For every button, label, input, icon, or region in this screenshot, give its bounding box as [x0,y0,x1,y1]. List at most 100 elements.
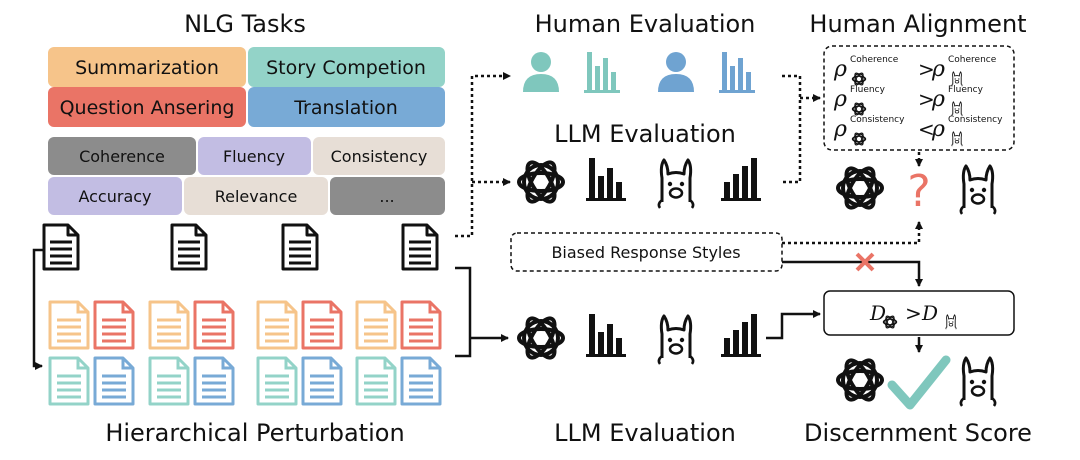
perturbed-doc-icon [355,356,397,406]
perturbed-doc-icon [400,356,442,406]
criterion-box-relevance: Relevance [184,177,328,215]
openai-logo-icon [836,162,884,214]
rho-llama: ρ [931,57,945,82]
perturbation-to-llm-arrow [455,266,472,358]
bar-chart-icon [586,314,626,357]
alignment-row-fluency: ρ Fluency > ρ Fluency [833,85,984,117]
bar-chart-ascending-icon [721,158,761,201]
document-icon-2 [170,223,208,271]
llama-icon [959,356,997,408]
perturbed-doc-icon [256,356,298,406]
perturbed-doc-icon [355,300,397,350]
rho-sup-criterion: Fluency [850,85,886,95]
perturbed-doc-icon [301,300,343,350]
llama-icon [657,158,695,210]
criterion-box-consistency: Consistency [313,137,445,175]
task-box-translation: Translation [248,87,445,127]
discernment-score-title: Discernment Score [804,419,1032,447]
criterion-label-consistency: Consistency [331,147,428,166]
openai-logo-icon [517,312,565,364]
alignment-row-coherence: ρ Coherence > ρ Coherence [833,55,997,87]
llm-evaluation-bottom-title: LLM Evaluation [554,419,736,447]
openai-logo-icon [851,71,867,87]
criterion-box-fluency: Fluency [198,137,311,175]
perturbed-docs-row-1 [48,300,442,350]
question-mark-icon: ? [907,166,930,217]
task-box-question: Question Ansering [48,87,246,127]
evaluation-to-alignment-connector [782,74,802,184]
human-teal-icon [523,52,559,92]
alignment-row-consistency: ρ Consistency < ρ Consistency [833,115,1003,147]
perturbed-docs-row-2 [48,356,442,406]
perturbed-doc-icon [148,300,190,350]
alignment-box [823,45,1015,151]
criterion-label-accuracy: Accuracy [78,187,151,206]
rho-sup-criterion: Coherence [948,55,997,65]
rho-sup-criterion: Coherence [850,55,899,65]
task-box-story: Story Competion [248,47,445,87]
biased-to-discernment-arrow [782,260,923,287]
rho-sup-criterion: Consistency [948,115,1003,125]
rho-gpt: ρ [833,117,847,142]
rho-sup-criterion: Fluency [948,85,984,95]
criterion-label-relevance: Relevance [215,187,298,206]
criterion-label-fluency: Fluency [223,147,285,166]
perturbed-doc-icon [400,300,442,350]
perturbed-doc-icon [256,300,298,350]
perturbed-doc-icon [93,300,135,350]
docs-to-evaluation-connector [455,72,511,238]
criterion-box-coherence: Coherence [48,137,196,175]
human-blue-icon [658,52,694,92]
perturbed-doc-icon [148,356,190,406]
rho-sup-criterion: Consistency [850,115,905,125]
criterion-box-accuracy: Accuracy [48,177,182,215]
alignment-operator: > [918,87,935,111]
task-label-story: Story Competion [266,57,426,79]
perturbed-doc-icon [193,356,235,406]
alignment-operator: > [918,57,935,81]
discernment-d-llama: D [921,301,938,325]
perturbed-doc-icon [48,300,90,350]
rho-llama: ρ [931,87,945,112]
llama-icon [657,314,695,366]
hierarchical-perturbation-title: Hierarchical Perturbation [105,419,404,447]
nlg-tasks-title: NLG Tasks [184,10,306,38]
criterion-label-coherence: Coherence [79,147,165,166]
task-box-summarization: Summarization [48,47,246,87]
check-icon [887,355,951,410]
biased-response-box [510,232,783,272]
criterion-label-ellipsis: ... [379,187,394,206]
criterion-box-ellipsis: ... [330,177,445,215]
rho-llama: ρ [931,117,945,142]
document-icon-1 [42,223,80,271]
biased-response-label: Biased Response Styles [551,243,740,262]
alignment-operator: < [918,117,935,141]
task-label-translation: Translation [293,97,398,119]
bar-chart-icon [586,158,626,201]
bar-chart-blue-icon [719,52,755,93]
biased-to-question-connector [782,221,923,245]
perturbed-doc-icon [301,356,343,406]
discernment-operator: > [905,301,922,325]
llm-to-discernment-arrow [766,310,821,340]
human-alignment-title: Human Alignment [809,10,1026,38]
perturbed-doc-icon [193,300,235,350]
bar-chart-ascending-icon [721,314,761,357]
blocked-x-icon [855,252,875,272]
bar-chart-teal-icon [584,52,620,93]
openai-logo-icon [517,156,565,208]
perturbed-doc-icon [93,356,135,406]
task-label-summarization: Summarization [75,57,219,79]
llm-evaluation-top-title: LLM Evaluation [554,120,736,148]
discernment-box [823,290,1015,336]
task-label-question: Question Ansering [60,97,235,119]
discernment-d-gpt: D [869,301,886,325]
llama-icon [959,164,997,216]
openai-logo-icon [836,354,884,406]
perturbed-doc-icon [48,356,90,406]
rho-gpt: ρ [833,87,847,112]
document-icon-4 [401,223,439,271]
rho-gpt: ρ [833,57,847,82]
document-icon-3 [281,223,319,271]
